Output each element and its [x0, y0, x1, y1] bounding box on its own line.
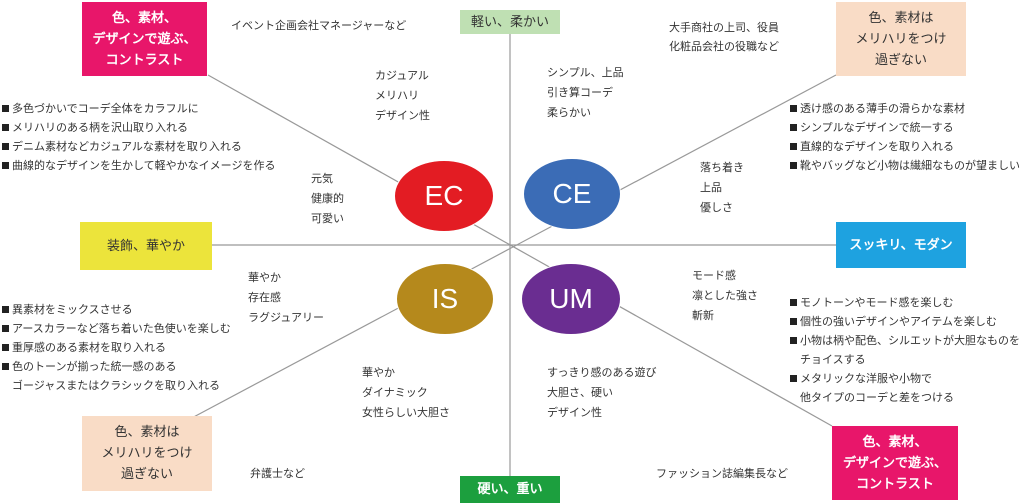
keyword: 華やか — [248, 271, 281, 284]
bullet-icon — [790, 375, 797, 382]
bullet-icon — [790, 143, 797, 150]
keyword: 凛とした強さ — [692, 289, 758, 302]
list-item-continuation: チョイスする — [800, 353, 866, 366]
bullet-icon — [790, 124, 797, 131]
is-corner-box: 色、素材は メリハリをつけ 過ぎない — [82, 416, 212, 491]
bullet-icon — [2, 306, 9, 313]
keyword: 落ち着き — [700, 161, 744, 174]
ec-keywords: カジュアル メリハリ デザイン性 — [375, 66, 430, 126]
bullet-icon — [790, 162, 797, 169]
list-item: モノトーンやモード感を楽しむ — [790, 293, 1020, 312]
list-item: 個性の強いデザインやアイテムを楽しむ — [790, 312, 1020, 331]
keyword: メリハリ — [375, 89, 419, 102]
um-ellipse: UM — [521, 263, 621, 335]
keyword: すっきり感のある遊び — [547, 366, 657, 379]
keyword: カジュアル — [375, 69, 429, 82]
ce-inner-keywords: 落ち着き 上品 優しさ — [700, 158, 744, 218]
ec-inner-keywords: 元気 健康的 可愛い — [311, 169, 344, 229]
axis-top-label: 軽い、柔かい — [460, 10, 560, 34]
um-corner-box: 色、素材、 デザインで遊ぶ、 コントラスト — [832, 426, 958, 500]
keyword: 優しさ — [700, 201, 733, 214]
bullet-icon — [2, 162, 9, 169]
keyword: 元気 — [311, 172, 333, 185]
list-item-continuation: ゴージャスまたはクラシックを取り入れる — [12, 379, 221, 392]
um-keywords: すっきり感のある遊び 大胆さ、硬い デザイン性 — [547, 363, 657, 423]
keyword: 可愛い — [311, 212, 344, 225]
keyword: モード感 — [692, 269, 736, 282]
list-item: 小物は柄や配色、シルエットが大胆なものをチョイスする — [790, 331, 1020, 369]
ce-persona-line: 大手商社の上司、役員 — [669, 21, 779, 34]
list-item: シンプルなデザインで統一する — [790, 118, 1020, 137]
is-inner-keywords: 華やか 存在感 ラグジュアリー — [248, 268, 324, 328]
ce-persona-line: 化粧品会社の役職など — [669, 40, 779, 53]
bullet-icon — [790, 105, 797, 112]
bullet-icon — [2, 344, 9, 351]
keyword: 華やか — [362, 366, 395, 379]
list-item: デニム素材などカジュアルな素材を取り入れる — [2, 137, 275, 156]
keyword: ダイナミック — [362, 386, 428, 399]
keyword: デザイン性 — [547, 406, 602, 419]
bullet-icon — [2, 124, 9, 131]
keyword: デザイン性 — [375, 109, 430, 122]
axis-right-label: スッキリ、モダン — [836, 222, 966, 268]
list-item: 靴やバッグなど小物は繊細なものが望ましい — [790, 156, 1020, 175]
keyword: 女性らしい大胆さ — [362, 406, 450, 419]
is-ellipse: IS — [396, 263, 494, 335]
keyword: 健康的 — [311, 192, 344, 205]
keyword: ラグジュアリー — [248, 311, 325, 324]
keyword: 上品 — [700, 181, 722, 194]
list-item: アースカラーなど落ち着いた色使いを楽しむ — [2, 319, 231, 338]
bullet-icon — [790, 337, 797, 344]
bullet-icon — [790, 318, 797, 325]
list-item: メタリックな洋服や小物で他タイプのコーデと差をつける — [790, 369, 1020, 407]
diagonal-ce-is — [187, 74, 837, 421]
keyword: 柔らかい — [547, 106, 591, 119]
bullet-icon — [790, 299, 797, 306]
um-inner-keywords: モード感 凛とした強さ 斬新 — [692, 266, 758, 326]
list-item: 多色づかいでコーデ全体をカラフルに — [2, 99, 275, 118]
is-tips: 異素材をミックスさせる アースカラーなど落ち着いた色使いを楽しむ 重厚感のある素… — [2, 300, 231, 395]
list-item: 透け感のある薄手の滑らかな素材 — [790, 99, 1020, 118]
keyword: 斬新 — [692, 309, 714, 322]
axis-bottom-label: 硬い、重い — [460, 476, 560, 503]
list-item-continuation: 他タイプのコーデと差をつける — [800, 391, 954, 404]
keyword: 大胆さ、硬い — [547, 386, 613, 399]
is-persona: 弁護士など — [250, 467, 305, 480]
ec-tips: 多色づかいでコーデ全体をカラフルに メリハリのある柄を沢山取り入れる デニム素材… — [2, 99, 275, 175]
bullet-icon — [2, 105, 9, 112]
list-item: メリハリのある柄を沢山取り入れる — [2, 118, 275, 137]
ce-corner-box: 色、素材は メリハリをつけ 過ぎない — [836, 2, 966, 76]
bullet-icon — [2, 325, 9, 332]
ec-persona: イベント企画会社マネージャーなど — [231, 19, 407, 32]
ce-persona: 大手商社の上司、役員 化粧品会社の役職など — [669, 18, 779, 56]
bullet-icon — [2, 363, 9, 370]
diagonal-ec-um — [207, 74, 833, 427]
list-item: 直線的なデザインを取り入れる — [790, 137, 1020, 156]
keyword: シンプル、上品 — [547, 66, 624, 79]
ce-ellipse: CE — [523, 158, 621, 230]
list-item: 曲線的なデザインを生かして軽やかなイメージを作る — [2, 156, 275, 175]
list-item: 異素材をミックスさせる — [2, 300, 231, 319]
axis-left-label: 装飾、華やか — [80, 222, 212, 270]
um-persona: ファッション誌編集長など — [656, 467, 788, 480]
keyword: 存在感 — [248, 291, 281, 304]
ce-tips: 透け感のある薄手の滑らかな素材 シンプルなデザインで統一する 直線的なデザインを… — [790, 99, 1020, 175]
um-tips: モノトーンやモード感を楽しむ 個性の強いデザインやアイテムを楽しむ 小物は柄や配… — [790, 293, 1020, 407]
bullet-icon — [2, 143, 9, 150]
list-item: 色のトーンが揃った統一感のあるゴージャスまたはクラシックを取り入れる — [2, 357, 231, 395]
list-item: 重厚感のある素材を取り入れる — [2, 338, 231, 357]
ce-keywords: シンプル、上品 引き算コーデ 柔らかい — [547, 63, 624, 123]
is-keywords: 華やか ダイナミック 女性らしい大胆さ — [362, 363, 450, 423]
ec-corner-box: 色、素材、 デザインで遊ぶ、 コントラスト — [82, 2, 207, 76]
ec-ellipse: EC — [394, 160, 494, 232]
keyword: 引き算コーデ — [547, 86, 613, 99]
